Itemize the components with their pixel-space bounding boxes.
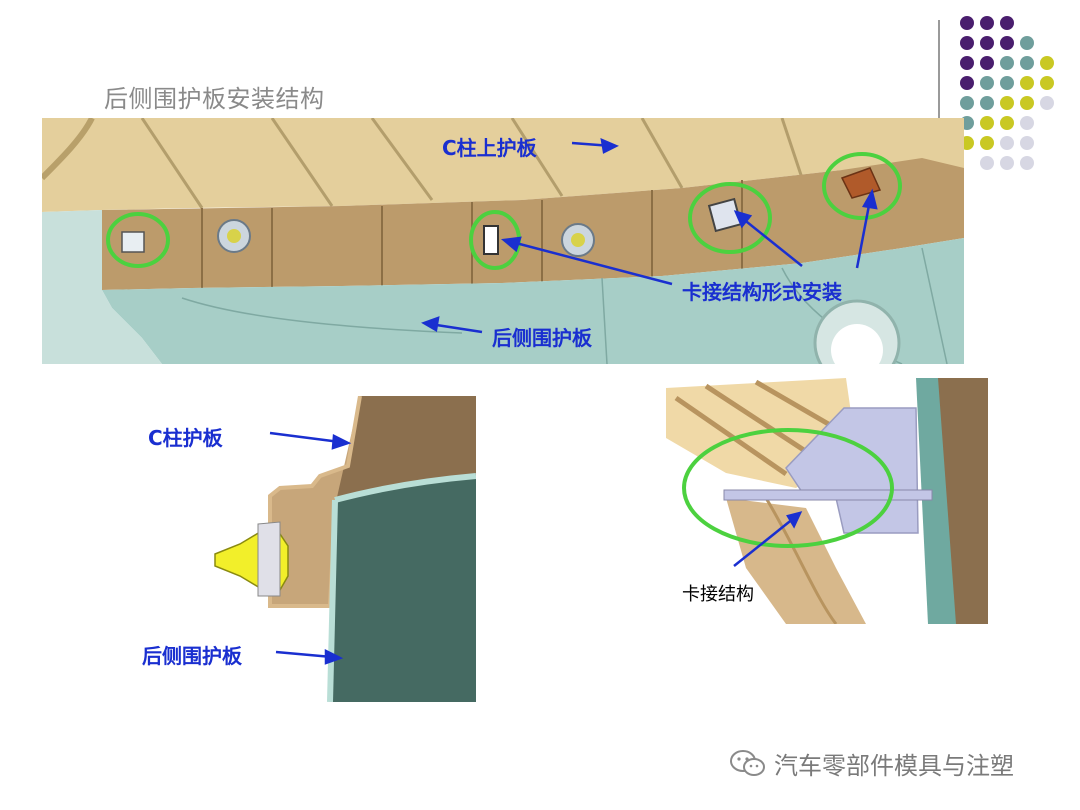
decorative-dot: [1000, 36, 1014, 50]
decorative-dot: [1000, 16, 1014, 30]
slide-title: 后侧围护板安装结构: [104, 85, 325, 113]
watermark-text: 汽车零部件模具与注塑: [774, 751, 1014, 780]
label-c-pillar: C柱护板: [148, 426, 223, 450]
decorative-dot-grid: [960, 16, 1064, 176]
decorative-dot: [980, 56, 994, 70]
label-snap-structure: 卡接结构: [682, 584, 754, 605]
bottom-right-figure: 卡接结构: [666, 378, 988, 624]
decorative-dot: [980, 16, 994, 30]
decorative-dot: [960, 16, 974, 30]
decorative-dot: [1040, 56, 1054, 70]
label-c-pillar-upper: C柱上护板: [442, 136, 537, 160]
decorative-dot: [1000, 76, 1014, 90]
watermark: 汽车零部件模具与注塑: [728, 746, 1014, 780]
decorative-dot: [1000, 96, 1014, 110]
decorative-dot: [1000, 56, 1014, 70]
label-snap-install: 卡接结构形式安装: [682, 280, 842, 304]
decorative-dot: [1040, 96, 1054, 110]
decorative-dot: [980, 96, 994, 110]
decorative-dot: [1020, 76, 1034, 90]
decorative-dot: [1020, 116, 1034, 130]
decorative-dot: [980, 136, 994, 150]
decorative-dot: [1000, 116, 1014, 130]
decorative-dot: [1000, 136, 1014, 150]
decorative-dot: [1020, 36, 1034, 50]
label-rear-side-panel-bottom: 后侧围护板: [142, 644, 242, 668]
decorative-dot: [980, 156, 994, 170]
decorative-dot: [960, 96, 974, 110]
decorative-dot: [960, 36, 974, 50]
decorative-dot: [960, 56, 974, 70]
decorative-dot: [980, 36, 994, 50]
decorative-dot: [980, 116, 994, 130]
decorative-dot: [980, 76, 994, 90]
decorative-dot: [1040, 76, 1054, 90]
bottom-left-drawing: [214, 396, 476, 702]
label-rear-side-panel-top: 后侧围护板: [492, 326, 592, 350]
decorative-dot: [1000, 156, 1014, 170]
bottom-left-figure: C柱护板 后侧围护板: [140, 396, 476, 702]
title-divider-line: [938, 20, 940, 118]
decorative-dot: [1020, 96, 1034, 110]
decorative-dot: [1020, 156, 1034, 170]
top-figure-drawing: [42, 118, 964, 364]
bottom-right-drawing: [666, 378, 988, 624]
decorative-dot: [1020, 56, 1034, 70]
decorative-dot: [960, 76, 974, 90]
top-figure: C柱上护板 卡接结构形式安装 后侧围护板: [42, 118, 964, 364]
wechat-icon: [730, 750, 765, 776]
decorative-dot: [1020, 136, 1034, 150]
